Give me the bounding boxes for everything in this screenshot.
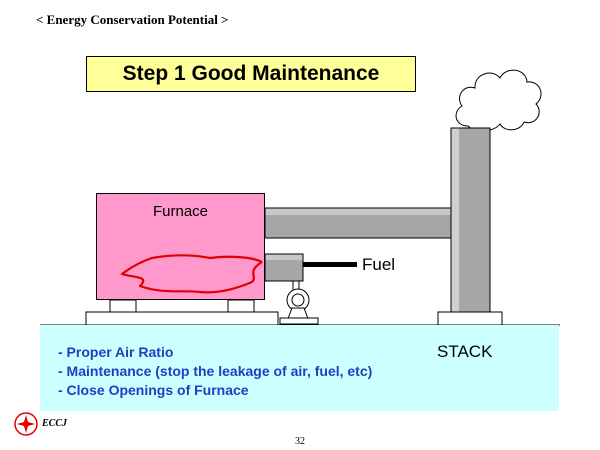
bullet-maintenance: - Maintenance (stop the leakage of air, … <box>58 363 373 379</box>
stack-label: STACK <box>437 342 493 361</box>
logo-text: ECCJ <box>42 418 68 429</box>
smoke-cloud <box>455 69 542 132</box>
slide-header: < Energy Conservation Potential > <box>36 12 229 27</box>
eccj-logo-icon <box>14 412 38 436</box>
slide-title: Step 1 Good Maintenance <box>86 56 416 92</box>
fuel-label: Fuel <box>362 255 396 274</box>
furnace-body <box>96 193 265 300</box>
flame-icon <box>120 254 263 294</box>
page-number: 32 <box>295 436 305 447</box>
bullet-proper-air-ratio: - Proper Air Ratio <box>58 344 174 360</box>
info-panel <box>40 325 559 411</box>
blower-fan <box>279 281 319 325</box>
fuel-line <box>303 262 357 267</box>
stack-highlight <box>451 128 459 314</box>
furnace-label: Furnace <box>152 203 209 220</box>
bullet-close-openings: - Close Openings of Furnace <box>58 382 249 398</box>
